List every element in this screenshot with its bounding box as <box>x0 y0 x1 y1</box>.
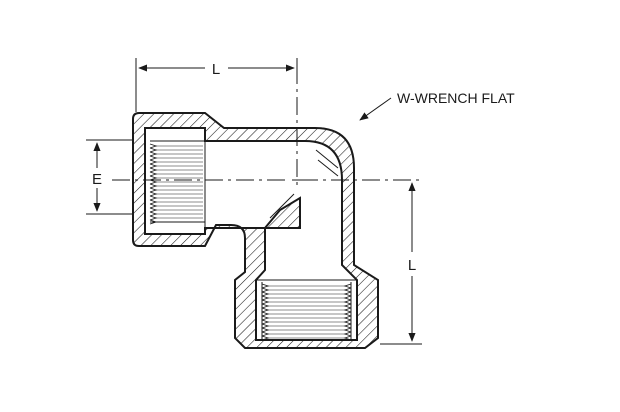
thread-tooth <box>343 287 352 293</box>
thread-tooth <box>261 311 270 317</box>
thread-tooth <box>261 331 270 337</box>
thread-tooth <box>149 183 158 189</box>
dimension-top <box>135 58 298 112</box>
thread-tooth <box>343 299 352 305</box>
thread-tooth <box>343 311 352 317</box>
thread-tooth <box>149 155 158 161</box>
thread-tooth <box>343 303 352 309</box>
dimension-right <box>380 182 422 345</box>
thread-tooth <box>149 179 158 185</box>
thread-tooth <box>261 295 270 301</box>
dimension-left-label: E <box>92 171 102 188</box>
thread-tooth <box>343 331 352 337</box>
thread-tooth <box>343 283 352 289</box>
thread-tooth <box>149 195 158 201</box>
thread-tooth <box>261 327 270 333</box>
thread-tooth <box>261 315 270 321</box>
thread-tooth <box>149 215 158 221</box>
fitting-body-section <box>132 112 379 349</box>
thread-tooth <box>261 323 270 329</box>
bottom-port-thread-teeth <box>261 283 352 341</box>
thread-tooth <box>343 319 352 325</box>
thread-tooth <box>343 323 352 329</box>
wrench-flat-callout: W-WRENCH FLAT <box>397 90 515 106</box>
thread-tooth <box>149 211 158 217</box>
thread-tooth <box>149 171 158 177</box>
dimension-left <box>86 139 132 215</box>
thread-tooth <box>149 147 158 153</box>
thread-tooth <box>343 295 352 301</box>
thread-tooth <box>261 299 270 305</box>
thread-tooth <box>343 307 352 313</box>
thread-tooth <box>149 159 158 165</box>
thread-tooth <box>149 187 158 193</box>
wrench-flat-leader <box>359 97 392 121</box>
thread-tooth <box>261 319 270 325</box>
thread-tooth <box>261 287 270 293</box>
bore-cone-lines <box>269 149 339 219</box>
thread-tooth <box>149 151 158 157</box>
thread-tooth <box>343 327 352 333</box>
dimension-right-label: L <box>408 257 416 274</box>
thread-tooth <box>261 303 270 309</box>
thread-tooth <box>343 291 352 297</box>
thread-tooth <box>261 283 270 289</box>
thread-tooth <box>261 307 270 313</box>
thread-tooth <box>149 143 158 149</box>
thread-tooth <box>149 203 158 209</box>
thread-tooth <box>149 191 158 197</box>
thread-tooth <box>149 175 158 181</box>
thread-tooth <box>343 315 352 321</box>
thread-tooth <box>149 167 158 173</box>
centerlines <box>112 66 424 190</box>
thread-tooth <box>149 199 158 205</box>
dimension-top-label: L <box>212 61 220 78</box>
thread-tooth <box>149 163 158 169</box>
thread-tooth <box>261 291 270 297</box>
left-port-thread-teeth <box>149 143 203 225</box>
thread-tooth <box>149 207 158 213</box>
